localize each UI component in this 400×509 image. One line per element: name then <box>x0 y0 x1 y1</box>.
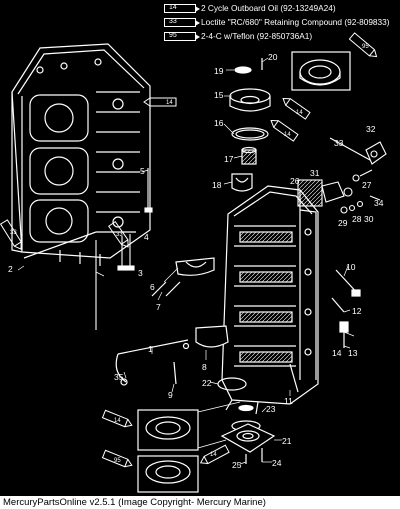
legend-text: 2 Cycle Outboard Oil (92-13249A24) <box>201 3 336 13</box>
tube-label-33-left: 33 <box>10 230 17 236</box>
callout-17: 17 <box>224 154 234 164</box>
callout-5: 5 <box>140 166 145 176</box>
tube-labels: 95 14 14 14 33 33 14 95 14 <box>10 44 369 464</box>
cylinder-block <box>221 185 319 415</box>
callout-26: 26 <box>290 176 300 186</box>
tube-icon-95-lower <box>101 449 133 468</box>
callout-35: 35 <box>114 372 124 382</box>
tube-label-14-lower-b: 14 <box>210 452 217 458</box>
leader-lines <box>17 57 355 465</box>
main-bearing-parts <box>175 173 253 350</box>
tube-icon-14-lower-a <box>101 409 133 428</box>
callout-7: 7 <box>156 302 161 312</box>
callout-1: 1 <box>148 344 153 354</box>
tube-label-95-lower: 95 <box>114 458 121 464</box>
tube-label-33-center: 33 <box>116 232 123 238</box>
callout-6: 6 <box>150 282 155 292</box>
tube-icon: 95 <box>164 31 200 41</box>
tube-label-14-crankcase: 14 <box>166 100 173 106</box>
legend-item-oil: 14 2 Cycle Outboard Oil (92-13249A24) <box>164 2 396 14</box>
legend-text: Loctite "RC/680" Retaining Compound (92-… <box>201 17 390 27</box>
callout-22: 22 <box>202 378 212 388</box>
callout-32: 32 <box>366 124 376 134</box>
lower-seal-boxes <box>137 401 241 493</box>
legend-code: 95 <box>169 31 177 39</box>
callout-14: 14 <box>332 348 342 358</box>
legend-code: 14 <box>169 3 177 11</box>
callout-3: 3 <box>138 268 143 278</box>
callout-20: 20 <box>268 52 278 62</box>
tube-icon: 33 <box>164 17 200 27</box>
o-ring-and-hardware <box>23 231 361 393</box>
tube-icon-95-top <box>348 32 378 58</box>
callout-numbers: 1 2 3 4 5 6 7 8 9 10 11 12 13 14 15 16 1… <box>8 52 384 470</box>
tube-icon-14-lower-b <box>199 444 230 465</box>
callout-34: 34 <box>374 198 384 208</box>
callout-23: 23 <box>266 404 276 414</box>
callout-18: 18 <box>212 180 222 190</box>
callout-13: 13 <box>348 348 358 358</box>
callout-29: 29 <box>338 218 348 228</box>
legend-item-loctite: 33 Loctite "RC/680" Retaining Compound (… <box>164 16 396 28</box>
lower-end-cap <box>220 404 276 464</box>
tube-label-14-mid-a: 14 <box>296 110 303 116</box>
legend-text: 2-4-C w/Teflon (92-850736A1) <box>201 31 313 41</box>
tube-icon-14-mid-a <box>282 98 311 120</box>
lubricant-legend: 14 2 Cycle Outboard Oil (92-13249A24) 33… <box>164 2 396 44</box>
crankcase-bolts <box>95 168 153 330</box>
copyright-footer: MercuryPartsOnline v2.5.1 (Image Copyrig… <box>0 496 400 509</box>
callout-28: 28 <box>352 214 362 224</box>
callout-27: 27 <box>362 180 372 190</box>
tube-label-95-top: 95 <box>362 44 369 50</box>
upper-bearing-assembly <box>229 58 271 165</box>
callout-15: 15 <box>214 90 224 100</box>
callout-2: 2 <box>8 264 13 274</box>
callout-24: 24 <box>272 458 282 468</box>
exploded-diagram: 95 14 14 14 33 33 14 95 14 1 2 3 4 5 6 7… <box>0 32 387 493</box>
crankcase-cover <box>11 43 151 266</box>
legend-code: 33 <box>169 17 177 25</box>
callout-4: 4 <box>144 232 149 242</box>
callout-16: 16 <box>214 118 224 128</box>
upper-seal-box <box>291 51 351 91</box>
callout-10: 10 <box>346 262 356 272</box>
callout-30: 30 <box>364 214 374 224</box>
tube-icon-33-left <box>0 219 22 250</box>
callout-19: 19 <box>214 66 224 76</box>
legend-item-teflon: 95 2-4-C w/Teflon (92-850736A1) <box>164 30 396 42</box>
callout-9: 9 <box>168 390 173 400</box>
tube-icon-14-crankcase <box>143 97 177 107</box>
callout-8: 8 <box>202 362 207 372</box>
tube-icon: 14 <box>164 3 200 13</box>
sealant-tube-icons <box>0 32 378 468</box>
callout-25: 25 <box>232 460 242 470</box>
tube-label-14-lower-a: 14 <box>114 418 121 424</box>
callout-31: 31 <box>310 168 320 178</box>
tube-icon-33-center <box>108 221 129 248</box>
tube-label-14-mid-b: 14 <box>284 132 291 138</box>
callout-33: 33 <box>334 138 344 148</box>
callout-11: 11 <box>284 396 293 406</box>
callout-12: 12 <box>352 306 362 316</box>
bleed-valve-assembly <box>297 137 387 214</box>
callout-21: 21 <box>282 436 292 446</box>
tube-icon-14-mid-b <box>270 120 299 142</box>
